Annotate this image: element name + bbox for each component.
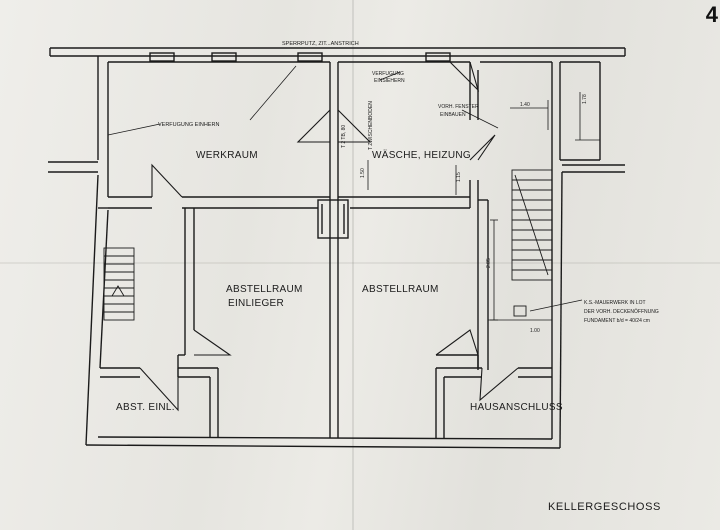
note-right-3: FUNDAMENT b/d = 40/24 cm [584,318,650,324]
stairs-left [103,247,135,321]
note-verfugung-right-1: VERFUGUNG [372,71,404,77]
dim-100: 1.00 [530,328,540,334]
room-label-waesche: WÄSCHE, HEIZUNG [372,149,471,161]
note-door-mid: T 2 TB, 80 [341,125,347,148]
room-label-abstellraum-einlieger: ABSTELLRAUM [226,284,303,295]
paper-fold-vertical [352,0,354,530]
room-label-einlieger: EINLIEGER [228,298,284,309]
internal-walls [98,62,552,438]
paper-fold-horizontal [0,262,720,264]
dimension-lines [107,65,600,321]
note-vorh-fenster-1: VORH. FENSTER [438,104,479,110]
dim-150: 1.50 [360,168,366,178]
top-windows [149,52,451,62]
note-vorh-fenster-2: EINBAUEN [440,112,466,118]
room-label-abstellraum: ABSTELLRAUM [362,284,439,295]
dim-178: 1.78 [582,94,588,104]
note-verfugung-left: VERFUGUNG EINHERN [158,122,219,128]
stairs-right [511,169,553,317]
dim-285: 2.85 [486,258,492,268]
page-number: 4 [705,2,718,27]
door-swings [139,61,519,412]
note-sperrputz: SPERRPUTZ, ZIT...ANSTRICH [282,41,359,47]
top-wall [49,47,626,57]
room-label-hausanschluss: HAUSANSCHLUSS [470,402,563,413]
room-label-werkraum: WERKRAUM [196,150,258,161]
note-right-2: DER VORH. DECKENÖFFNUNG [584,308,659,315]
note-verfugung-right-2: EINSIEHERN [374,78,405,84]
dim-115: 1.15 [456,172,462,182]
outer-walls [48,56,625,449]
dim-140: 1.40 [520,102,530,108]
sheet-title: KELLERGESCHOSS [548,501,661,513]
note-zwischenboden: T ZWISCHENBODEN [368,101,374,150]
note-right-1: K.S.-MAUERWERK IN LOT [584,300,646,306]
room-label-abst-einl: ABST. EINL. [116,402,175,413]
